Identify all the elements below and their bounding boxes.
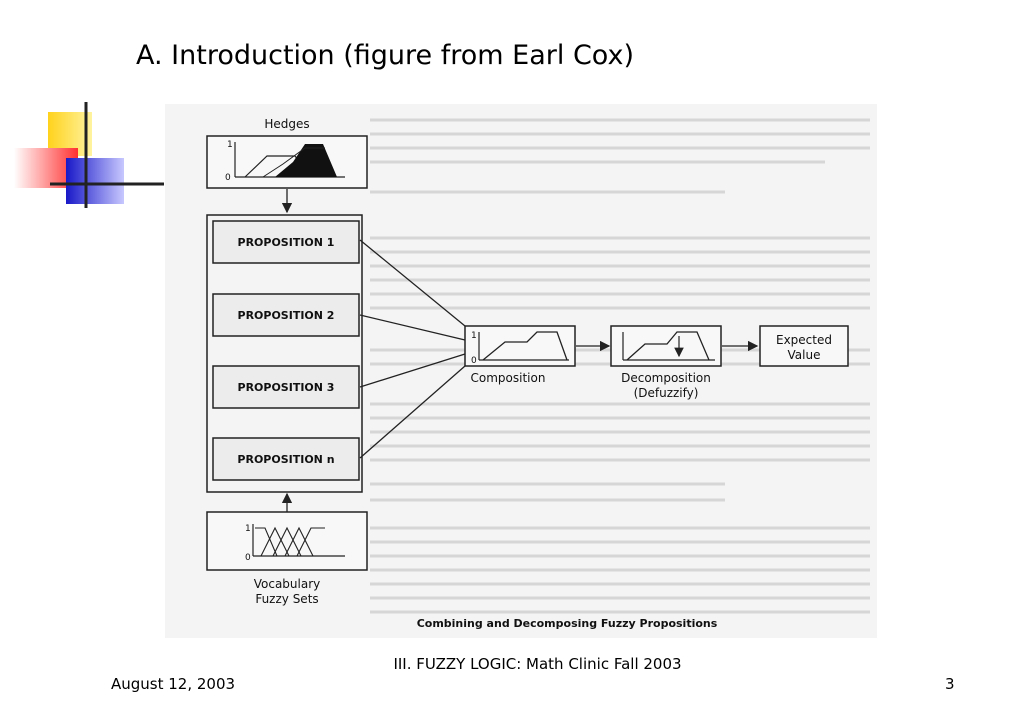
- vocabulary-label-line-2: Fuzzy Sets: [255, 592, 318, 606]
- hedges-axis-zero: 0: [225, 173, 231, 183]
- footer-title: III. FUZZY LOGIC: Math Clinic Fall 2003: [393, 655, 682, 673]
- decomposition-membership-plot: [622, 331, 715, 361]
- hedges-box: [206, 135, 368, 189]
- proposition-connectors: [359, 239, 466, 459]
- background-text-texture: [370, 118, 870, 614]
- vocabulary-membership-plot: 1 0: [245, 524, 345, 563]
- composition-membership-plot: 1 0: [471, 331, 569, 366]
- vocabulary-axis-one: 1: [245, 524, 251, 534]
- figure-caption: Combining and Decomposing Fuzzy Proposit…: [417, 617, 718, 630]
- fuzzy-propositions-figure: Hedges 1 0 PROPOSITION 1 PROPOSITION 2 P…: [165, 104, 877, 638]
- vocabulary-axis-zero: 0: [245, 553, 251, 563]
- proposition-box-3: PROPOSITION 3: [212, 365, 360, 409]
- composition-label: Composition: [471, 371, 546, 385]
- hedges-label: Hedges: [264, 117, 309, 131]
- page-number: 3: [945, 675, 955, 693]
- vocabulary-label-line-1: Vocabulary: [254, 577, 321, 591]
- hedges-membership-plot: 1 0: [225, 140, 345, 183]
- expected-value-line-1: Expected: [776, 333, 832, 347]
- proposition-2-label: PROPOSITION 2: [238, 309, 335, 322]
- proposition-1-label: PROPOSITION 1: [238, 236, 335, 249]
- proposition-box-n: PROPOSITION n: [212, 437, 360, 481]
- proposition-box-1: PROPOSITION 1: [212, 220, 360, 264]
- composition-axis-one: 1: [471, 331, 477, 341]
- proposition-3-label: PROPOSITION 3: [238, 381, 335, 394]
- decorative-squares: [14, 100, 166, 210]
- expected-value-box: [759, 325, 849, 367]
- proposition-n-label: PROPOSITION n: [237, 453, 334, 466]
- proposition-box-2: PROPOSITION 2: [212, 293, 360, 337]
- expected-value-line-2: Value: [788, 348, 821, 362]
- decomposition-label: Decomposition: [621, 371, 711, 385]
- vocabulary-box: [206, 511, 368, 571]
- slide-title: A. Introduction (figure from Earl Cox): [136, 40, 634, 71]
- propositions-container: [206, 214, 363, 493]
- hedges-axis-one: 1: [227, 140, 233, 150]
- deco-blue-square: [66, 158, 124, 204]
- defuzzify-label: (Defuzzify): [634, 386, 699, 400]
- footer-date: August 12, 2003: [111, 675, 236, 693]
- composition-axis-zero: 0: [471, 356, 477, 366]
